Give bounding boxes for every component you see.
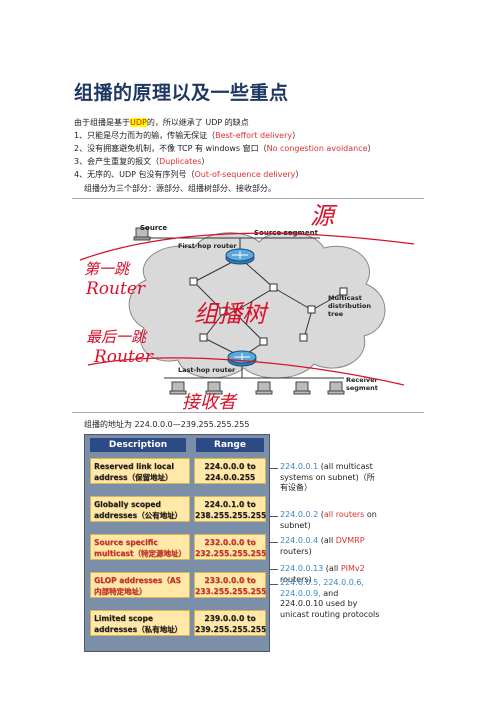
note-connector (270, 516, 278, 517)
note-unicast-protocols: 224.0.0.5, 224.0.0.6, 224.0.0.9, and 224… (280, 578, 380, 620)
receiver-computers (169, 381, 345, 395)
source-computer-icon (133, 227, 151, 241)
last-hop-router-icon (227, 350, 257, 367)
handwritten-last-hop: 最后一跳 (86, 328, 148, 346)
table-row-range: 232.0.0.0 to 232.255.255.255 (194, 534, 266, 560)
table-row-desc: Limited scope addresses（私有地址） (90, 610, 190, 636)
multicast-network-diagram: Source Source segment First-hop router M… (79, 202, 415, 410)
point-text: 4、无序的、UDP 包没有序列号（ (74, 170, 195, 179)
table-row-desc: Source specific multicast（特定源地址） (90, 534, 190, 560)
source-label: Source (140, 224, 167, 232)
source-segment-label: Source segment (254, 229, 319, 237)
handwritten-notes: 源 第一跳 Router 组播树 最后一跳 Router 接收者 (79, 202, 415, 410)
udp-highlight: UDP (130, 118, 147, 127)
receiver-segment-label: Receiver segment (346, 376, 378, 392)
note-red: DVMRP (335, 536, 365, 545)
figure-top-rule (72, 198, 424, 199)
point-2: 2、没有拥塞避免机制，不像 TCP 有 windows 窗口（No conges… (74, 143, 376, 154)
handwritten-source: 源 (310, 202, 338, 230)
intro-text-after: 的，所以继承了 UDP 的缺点 (146, 118, 249, 127)
note-connector (270, 468, 278, 469)
point-term: No congestion avoidance (266, 144, 368, 153)
tree-nodes (189, 277, 348, 346)
handwritten-first-router: Router (85, 279, 146, 299)
point-close: ） (292, 131, 301, 140)
table-row-desc: Reserved link local address（保留地址） (90, 458, 190, 484)
last-hop-router-label: Last-hop router (178, 366, 236, 374)
parts-line: 组播分为三个部分：源部分、组播树部分、接收部分。 (84, 184, 276, 193)
handwritten-tree: 组播树 (194, 300, 269, 328)
note-ip: 224.0.0.13 (280, 564, 324, 573)
handwritten-receiver: 接收者 (182, 392, 238, 410)
note-connector (270, 584, 278, 585)
point-4: 4、无序的、UDP 包没有序列号（Out-of-sequence deliver… (74, 169, 303, 180)
note-text: routers) (280, 574, 312, 584)
note-ip: 224.0.0.4 (280, 536, 319, 545)
point-text: 3、会产生重复的报文（ (74, 157, 160, 166)
point-term: Out-of-sequence delivery (194, 170, 296, 179)
table-row-desc: GLOP addresses（AS内部特定地址） (90, 572, 190, 598)
header-description: Description (90, 438, 186, 452)
note-pimv2: 224.0.0.13 (all PIMv2 routers) (280, 564, 365, 584)
note-all-systems: 224.0.0.1 (all multicast systems on subn… (280, 462, 380, 494)
point-text: 2、没有拥塞避免机制，不像 TCP 有 windows 窗口（ (74, 144, 267, 153)
note-text: (all multicast systems on subnet)（所有设备） (280, 462, 375, 492)
address-range-line: 组播的地址为 224.0.0.0—239.255.255.255 (84, 420, 250, 429)
handwritten-last-router: Router (93, 347, 154, 367)
point-text: 1、只能是尽力而为的输，传输无保证（ (74, 131, 216, 140)
multicast-address-table: Description Range Reserved link local ad… (84, 434, 379, 652)
point-1: 1、只能是尽力而为的输，传输无保证（Best-effort delivery） (74, 130, 300, 141)
note-connector (270, 569, 278, 570)
first-hop-router-label: First-hop router (178, 242, 237, 250)
table-row-range: 224.0.0.0 to 224.0.0.255 (194, 458, 266, 484)
first-hop-router-icon (225, 248, 255, 265)
receiver-segment-label-wrap: Receiver segment (346, 376, 378, 392)
handwritten-first-hop: 第一跳 (84, 260, 131, 278)
header-range: Range (196, 438, 264, 452)
note-ip: 224.0.0.2 (280, 510, 319, 519)
intro-line: 由于组播是基于UDP的，所以继承了 UDP 的缺点 (74, 117, 249, 128)
note-connector (270, 542, 278, 543)
point-term: Best-effort delivery (215, 131, 293, 140)
note-red: PIMv2 (340, 564, 365, 573)
note-ip: 224.0.0.1 (280, 462, 319, 471)
intro-text: 由于组播是基于 (74, 118, 130, 127)
table-row-range: 233.0.0.0 to 233.255.255.255 (194, 572, 266, 598)
page-title: 组播的原理以及一些重点 (74, 82, 289, 104)
note-red: all routers (323, 510, 365, 519)
note-dvmrp: 224.0.0.4 (all DVMRP routers) (280, 536, 365, 556)
point-3: 3、会产生重复的报文（Duplicates） (74, 156, 209, 167)
point-term: Duplicates (159, 157, 202, 166)
note-text: on subnet) (280, 510, 377, 530)
table-row-range: 239.0.0.0 to 239.255.255.255 (194, 610, 266, 636)
figure-bottom-rule (72, 412, 424, 413)
multicast-tree-label-wrap: Multicast distribution tree (328, 294, 371, 318)
multicast-tree-label: Multicast distribution tree (328, 294, 371, 318)
note-ip: 224.0.0.5, 224.0.0.6, 224.0.0.9, (280, 578, 364, 598)
note-all-routers: 224.0.0.2 (all routers on subnet) (280, 510, 377, 530)
note-text: routers) (280, 546, 312, 556)
point-close: ） (295, 170, 304, 179)
table-row-desc: Globally scoped addresses（公有地址） (90, 496, 190, 522)
point-close: ） (201, 157, 210, 166)
note-text: and 224.0.0.10 used by unicast routing p… (280, 588, 380, 619)
table-row-range: 224.0.1.0 to 238.255.255.255 (194, 496, 266, 522)
point-close: ） (367, 144, 376, 153)
